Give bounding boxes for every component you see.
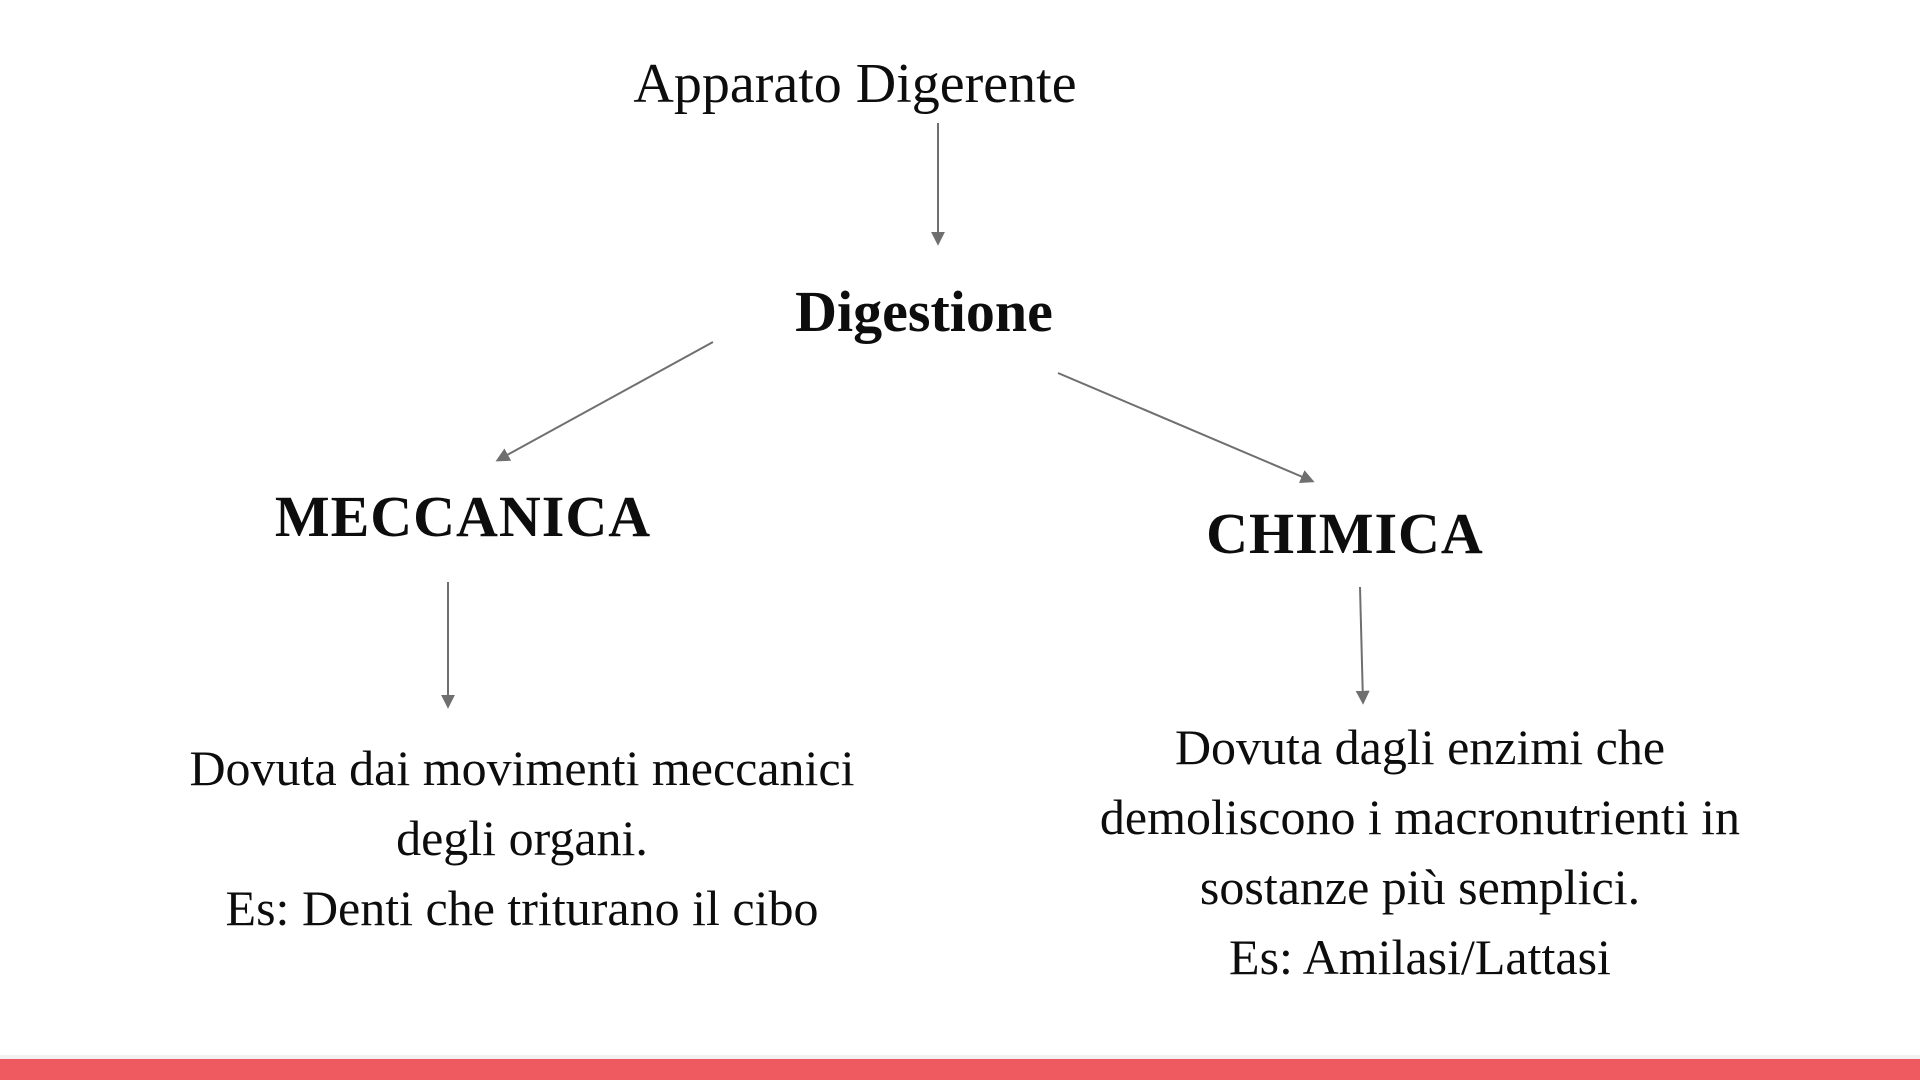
bottom-accent-bar <box>0 1059 1920 1080</box>
arrow-digestione-to-chimica-icon <box>1057 372 1315 484</box>
arrow-digestione-to-meccanica-icon <box>495 341 714 462</box>
description-meccanica: Dovuta dai movimenti meccanici degli org… <box>189 740 855 936</box>
arrow-chimica-to-description-icon <box>1355 586 1370 705</box>
bottom-seam-divider <box>0 1055 1920 1059</box>
node-apparato-digerente: Apparato Digerente <box>633 53 1077 115</box>
node-digestione: Digestione <box>795 279 1053 344</box>
description-chimica: Dovuta dagli enzimi che demoliscono i ma… <box>1099 719 1741 985</box>
node-chimica: CHIMICA <box>1206 501 1484 566</box>
node-meccanica: MECCANICA <box>274 484 652 549</box>
